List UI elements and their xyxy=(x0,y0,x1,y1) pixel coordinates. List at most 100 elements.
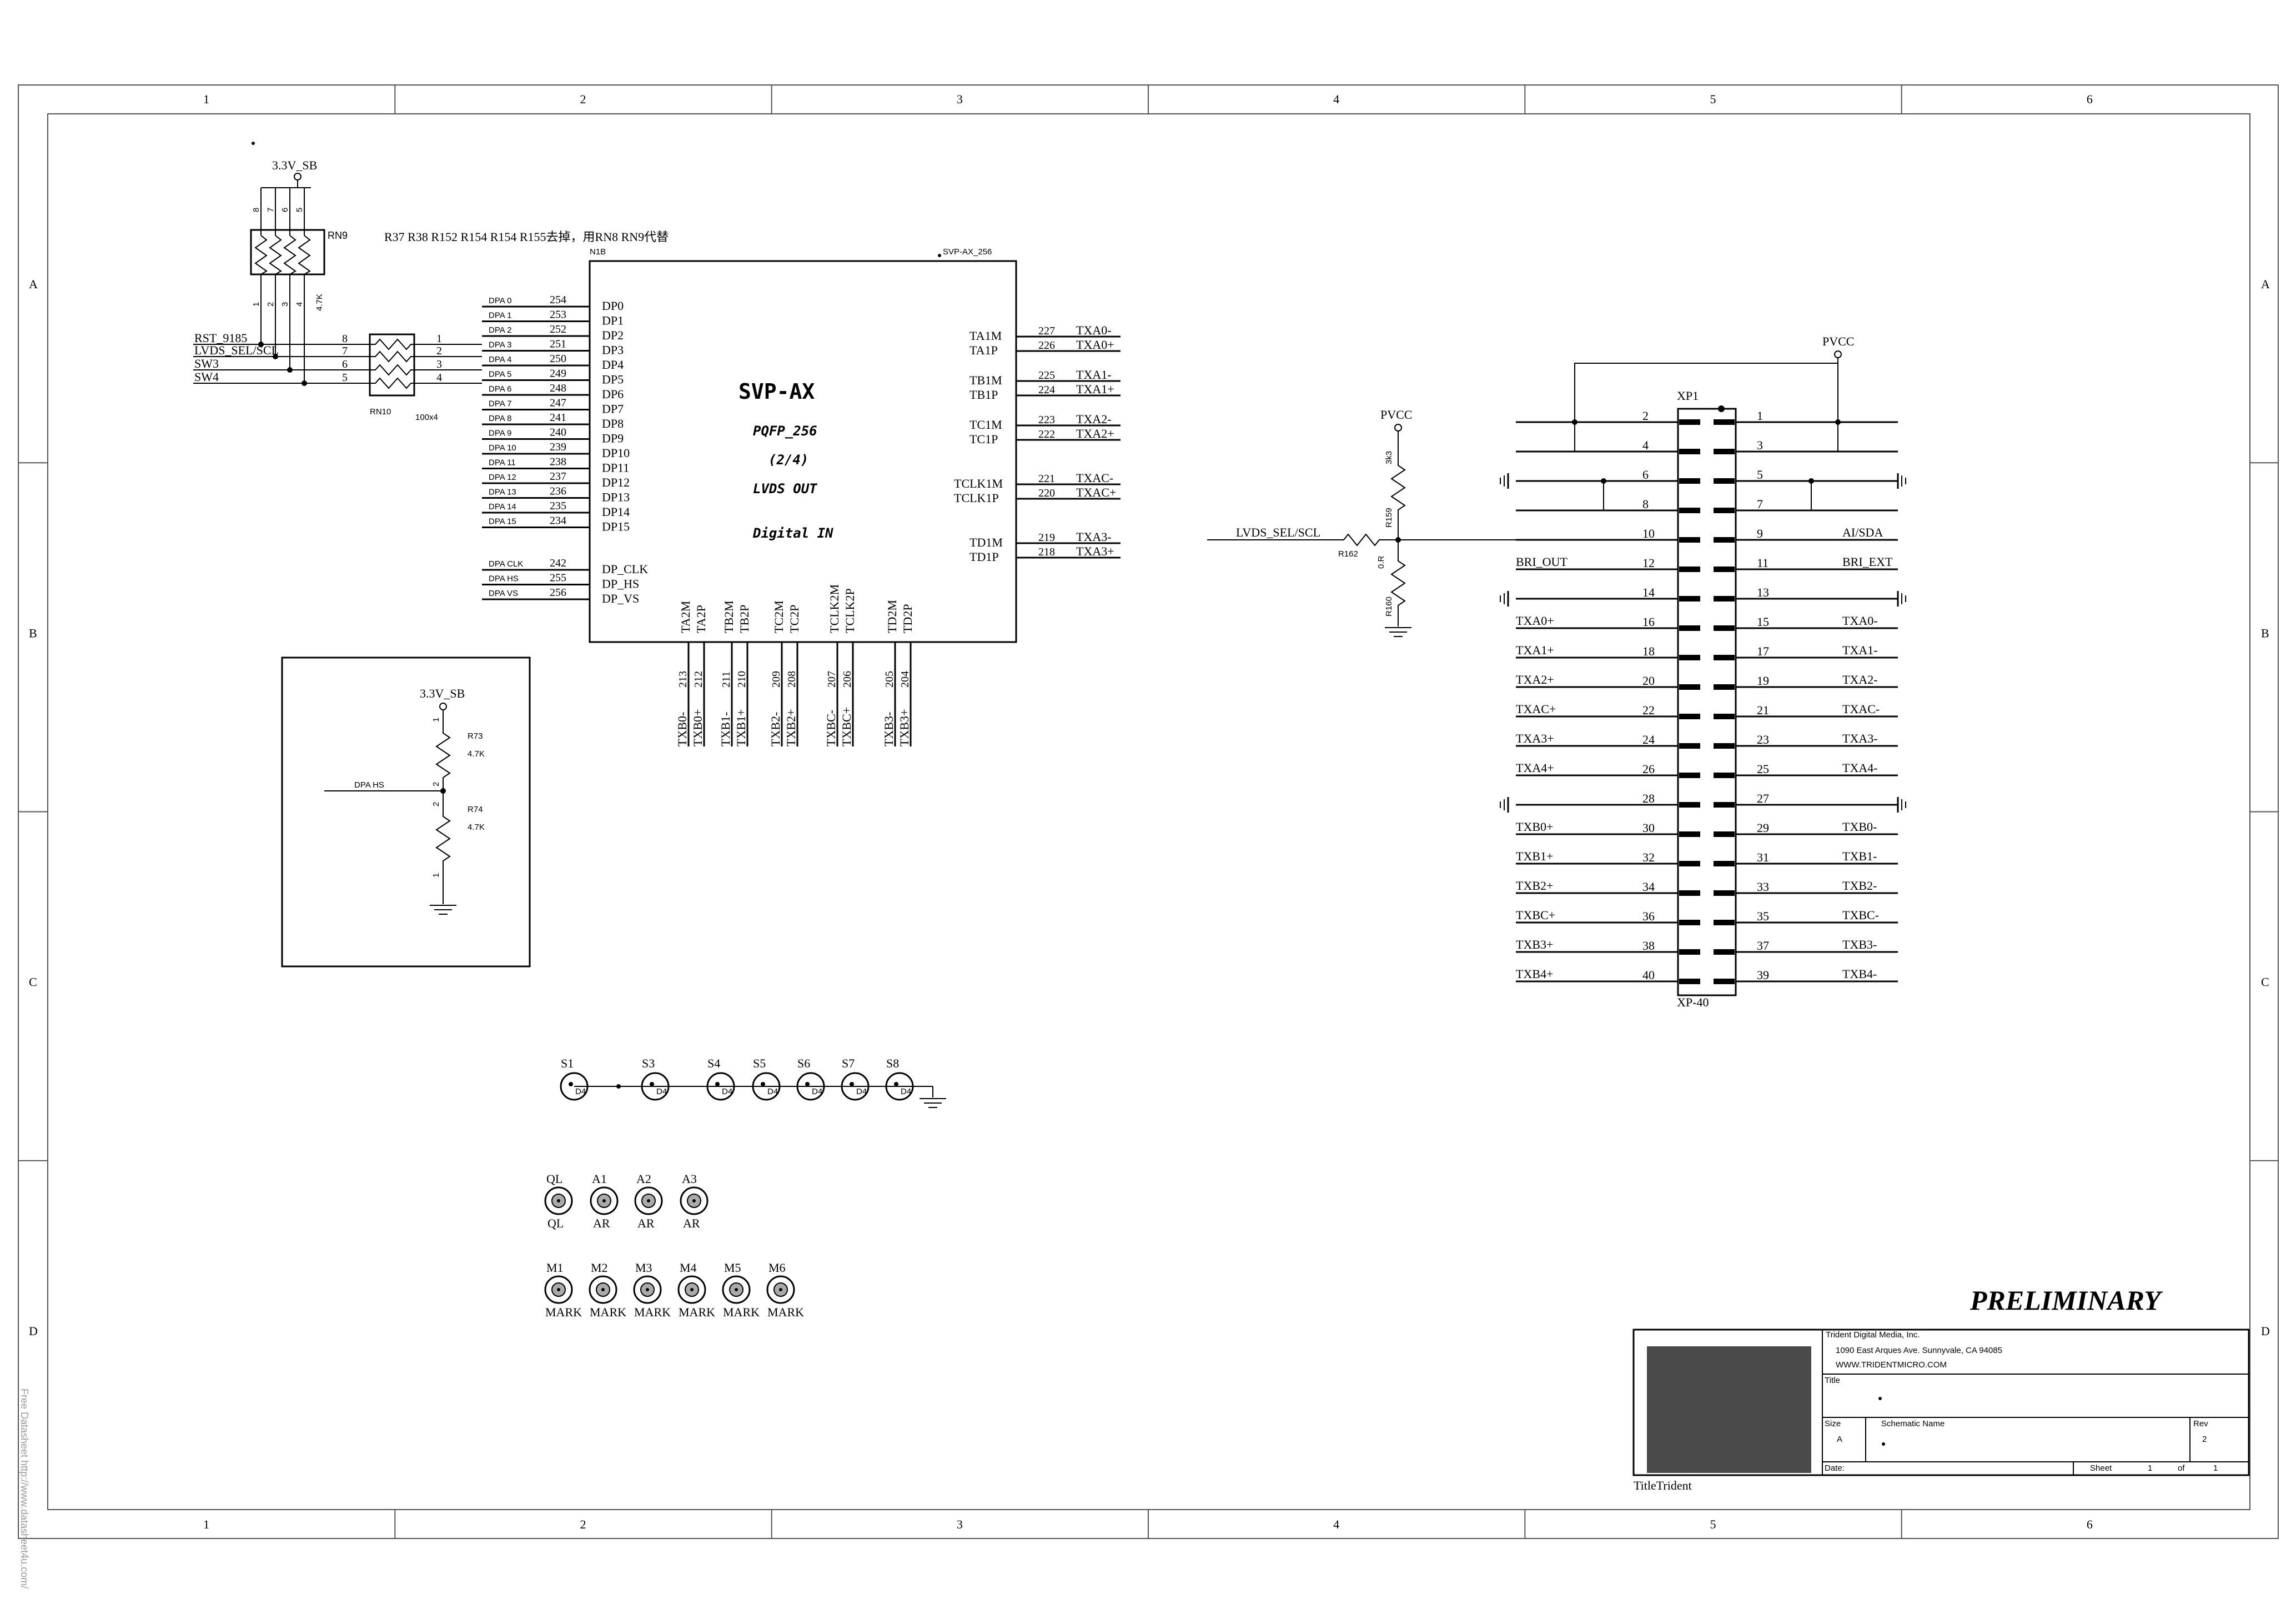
title-label: Title xyxy=(1825,1376,1840,1385)
chip-pin-net: TXA2+ xyxy=(1076,427,1114,440)
ground-icon xyxy=(1500,473,1509,489)
mark-ring xyxy=(722,1275,751,1304)
chip-pin-name: TD1M xyxy=(969,535,1003,549)
watermark: Free Datasheet http://www.datasheet4u.co… xyxy=(19,1389,30,1588)
connector-pin-number-left: 32 xyxy=(1642,850,1655,864)
chip-name: SVP-AX xyxy=(738,379,815,404)
chip-pin-name: TA2M xyxy=(679,601,692,633)
chip-pin-net: TXA3- xyxy=(1076,530,1112,544)
screw-ref: S8 xyxy=(886,1056,899,1070)
chip-pin-number: 206 xyxy=(841,671,853,688)
chip-pin-name: DP8 xyxy=(602,417,624,430)
fiducial-ref: QL xyxy=(546,1172,562,1186)
title-block: Trident Digital Media, Inc. 1090 East Ar… xyxy=(1632,1329,2250,1492)
chip-pin-number: 236 xyxy=(550,485,566,498)
screw-label: D4 xyxy=(767,1087,778,1096)
rn10-output-pin: 2 xyxy=(436,345,442,357)
chip-pin-number: 242 xyxy=(550,557,566,569)
connector-net-left: TXA2+ xyxy=(1516,673,1554,686)
chip-pin-number: 237 xyxy=(550,470,566,483)
connector-pin-number-right: 37 xyxy=(1757,939,1769,953)
screw-hole-center xyxy=(650,1082,654,1086)
chip-pin-net: DPA 4 xyxy=(489,355,511,364)
zone-row-right: B xyxy=(2261,626,2269,640)
connector-pin-right xyxy=(1714,419,1735,425)
chip-pin-name: DP12 xyxy=(602,475,630,489)
company-name: Trident Digital Media, Inc. xyxy=(1826,1330,1920,1340)
chip-pin-number: 210 xyxy=(736,671,748,688)
fiducial-ref: A2 xyxy=(636,1172,651,1186)
rn10-output-pin: 4 xyxy=(436,372,442,384)
screw-label: D4 xyxy=(856,1087,867,1096)
connector-pin-number-left: 4 xyxy=(1642,438,1649,452)
company-web: WWW.TRIDENTMICRO.COM xyxy=(1836,1360,1947,1370)
chip-pin-net: TXB3+ xyxy=(897,709,911,746)
connector-net-left: TXB3+ xyxy=(1516,938,1553,951)
mark-label: MARK xyxy=(723,1305,760,1319)
connector-pin-right xyxy=(1714,478,1735,484)
connector-pin-left xyxy=(1679,979,1700,984)
chip-pin-net: DPA 15 xyxy=(489,517,516,527)
connector-part: XP-40 xyxy=(1677,995,1709,1009)
chip-part: SVP-AX_256 xyxy=(943,247,992,257)
zone-col-bottom: 5 xyxy=(1710,1517,1716,1531)
pvcc-loop xyxy=(1574,363,1838,422)
connector-pin-number-left: 40 xyxy=(1642,968,1655,982)
chip-pin-name: TC2P xyxy=(787,605,801,633)
chip-pin-number: 235 xyxy=(550,500,566,512)
r74-pin1: 1 xyxy=(431,873,441,878)
company-address: 1090 East Arques Ave. Sunnyvale, CA 9408… xyxy=(1836,1346,2002,1355)
ground-icon xyxy=(1897,473,1906,489)
screw-hole-center xyxy=(805,1082,810,1086)
connector-pin-number-left: 8 xyxy=(1642,497,1649,511)
chip-pin-name: DP7 xyxy=(602,402,624,416)
chip-pin-name: DP_CLK xyxy=(602,562,648,576)
chip-pin-number: 221 xyxy=(1038,473,1055,485)
stray-dot xyxy=(252,142,255,145)
rn9-top-pin: 7 xyxy=(266,208,275,212)
gnd-tie xyxy=(1603,481,1678,511)
chip-pin-number: 219 xyxy=(1038,532,1055,544)
chip-pin-number: 255 xyxy=(550,572,566,584)
chip-pin-net: TXA2- xyxy=(1076,412,1112,426)
chip-pin-number: 207 xyxy=(826,671,838,688)
connector-net-left: TXA4+ xyxy=(1516,761,1554,775)
mark-ring xyxy=(633,1275,662,1304)
rn10-value: 100x4 xyxy=(415,413,438,422)
chip-pin-net: DPA 7 xyxy=(489,399,511,409)
rn10-input-pin: 8 xyxy=(342,333,348,345)
inset-net-label: DPA HS xyxy=(354,780,384,790)
connector-pin-number-right: 21 xyxy=(1757,703,1769,717)
connector-net-right: AI/SDA xyxy=(1842,525,1883,539)
rn9-bottom-pin: 2 xyxy=(266,302,275,307)
fiducial-ring xyxy=(590,1186,619,1215)
chip-pin-net: TXB2- xyxy=(768,712,782,746)
chip-pin-name: DP6 xyxy=(602,387,624,401)
chip-pin-number: 247 xyxy=(550,397,566,409)
fiducial-ring xyxy=(680,1186,709,1215)
zone-col-top: 6 xyxy=(2087,92,2093,106)
chip-pin-net: DPA 14 xyxy=(489,502,516,512)
connector-net-right: TXBC- xyxy=(1842,908,1879,922)
connector-pin-number-right: 17 xyxy=(1757,644,1769,658)
r162-ref: R162 xyxy=(1338,549,1358,559)
chip-pin-name: TCLK1P xyxy=(954,491,999,505)
chip-ref: N1B xyxy=(590,247,606,257)
r162-symbol xyxy=(1339,533,1398,547)
rn10-input-net: RST_9185 xyxy=(194,331,247,345)
screw-label: D4 xyxy=(656,1087,667,1096)
chip-line2: Digital IN xyxy=(752,525,833,541)
connector-pin-right xyxy=(1714,537,1735,543)
chip-pin-net: TXB0+ xyxy=(691,709,705,746)
chip-pin-name: DP3 xyxy=(602,343,624,357)
junction-dot xyxy=(1718,405,1725,412)
connector-pin-number-left: 38 xyxy=(1642,939,1655,953)
fiducial-center xyxy=(647,1199,650,1202)
connector-net-right: TXAC- xyxy=(1842,702,1880,716)
